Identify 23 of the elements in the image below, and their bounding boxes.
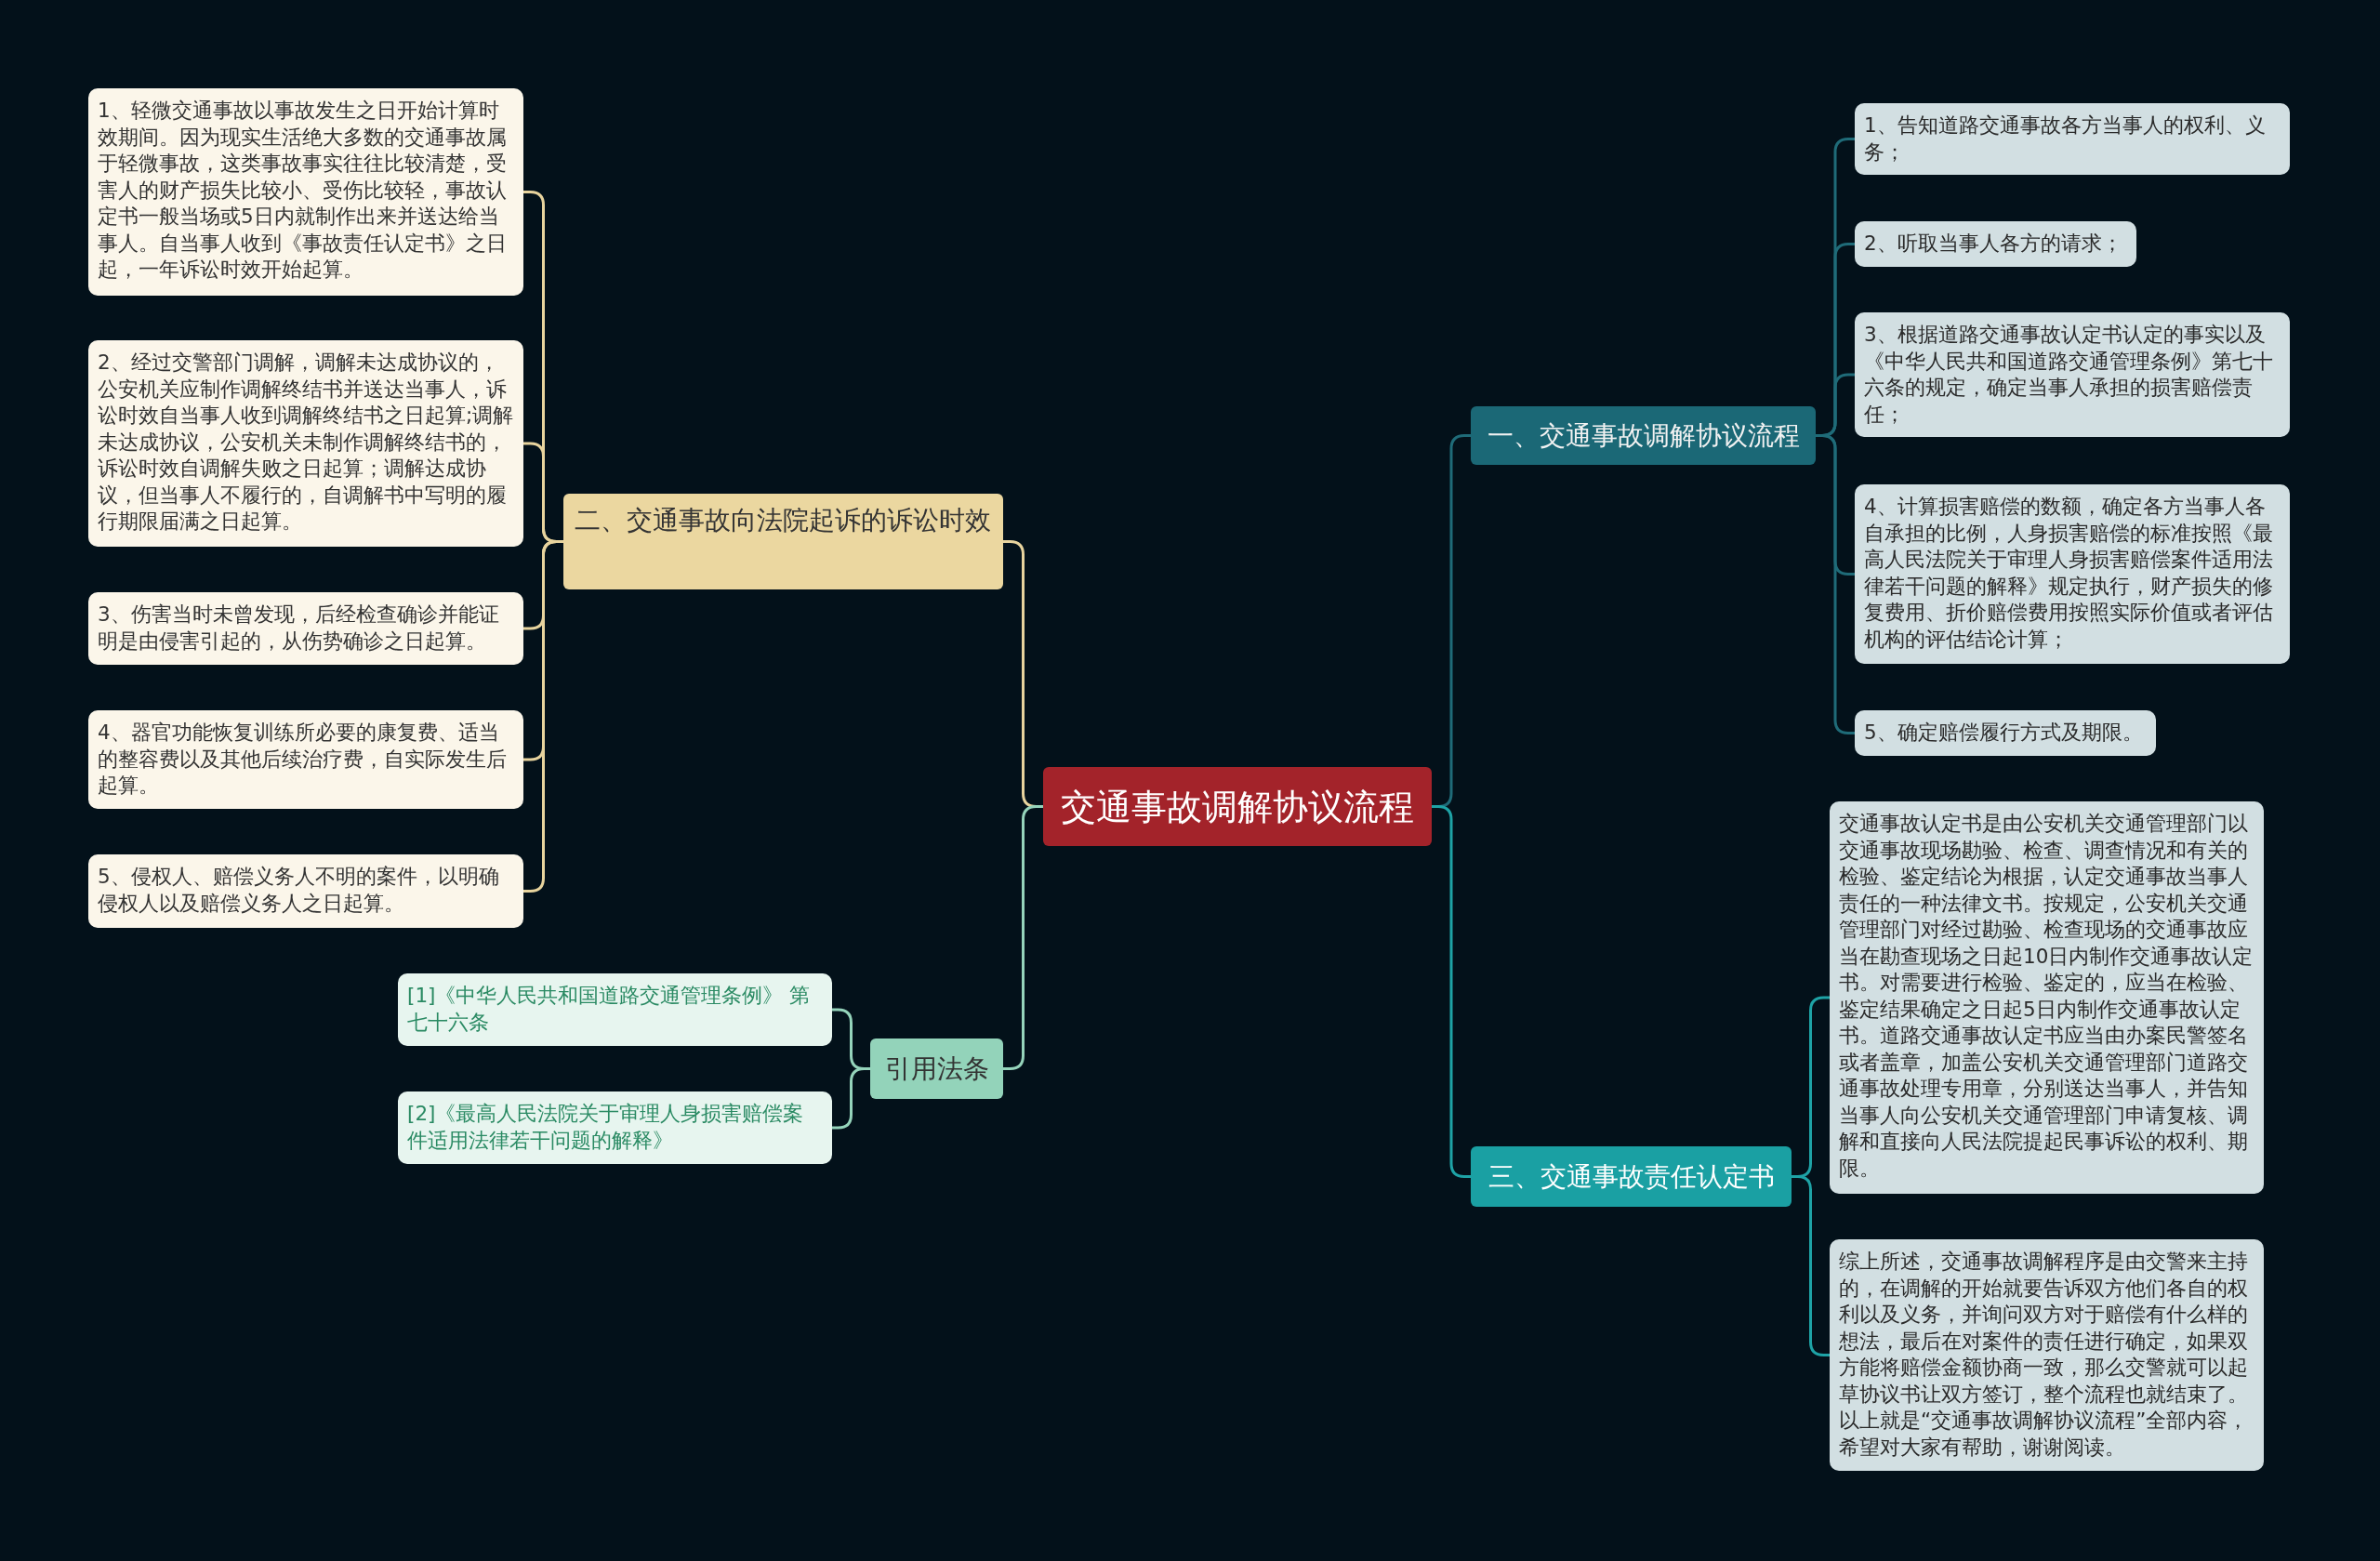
text-card: 4、计算损害赔偿的数额，确定各方当事人各自承担的比例，人身损害赔偿的标准按照《最高人民法院关于审理人身损害赔偿案件适用法律若干问题的解释》规定执行，财产损失的修复费用、折价赔偿费用按照实际价值或者评估机构的评估结论计算； [1855,484,2290,664]
text-card: 5、侵权人、赔偿义务人不明的案件，以明确侵权人以及赔偿义务人之日起算。 [88,854,523,928]
text-card: 3、伤害当时未曾发现，后经检查确诊并能证明是由侵害引起的，从伤势确诊之日起算。 [88,592,523,665]
reference-card: [1]《中华人民共和国道路交通管理条例》 第七十六条 [398,973,832,1046]
connector-line [1816,434,1855,734]
text-card: 1、告知道路交通事故各方当事人的权利、义务； [1855,103,2290,175]
text-card: 5、确定赔偿履行方式及期限。 [1855,710,2156,756]
text-card: 1、轻微交通事故以事故发生之日开始计算时效期间。因为现实生活绝大多数的交通事故属于轻微事故，这类事故事实往往比较清楚，受害人的财产损失比较小、受伤比较轻，事故认定书一般当场或5日内就制作出来并送达给当事人。自当事人收到《事故责任认定书》之日起，一年诉讼时效开始起算。 [88,88,523,296]
text-card: 3、根据道路交通事故认定书认定的事实以及《中华人民共和国道路交通管理条例》第七十六条的规定，确定当事人承担的损害赔偿责任； [1855,312,2290,437]
text-card: 2、经过交警部门调解，调解未达成协议的，公安机关应制作调解终结书并送达当事人，诉讼时效自当事人收到调解终结书之日起算;调解未达成协议，公安机关未制作调解终结书的，诉讼时效自调解失败之日起算；调解达成协议，但当事人不履行的，自调解书中写明的履行期限届满之日起算。 [88,340,523,547]
text-card: 4、器官功能恢复训练所必要的康复费、适当的整容费以及其他后续治疗费，自实际发生后起算。 [88,710,523,809]
connector-line [1003,805,1043,1070]
connector-line [1792,1175,1830,1356]
reference-card: [2]《最高人民法院关于审理人身损害赔偿案件适用法律若干问题的解释》 [398,1091,832,1164]
branch-topic-box: 引用法条 [870,1038,1003,1099]
central-topic-box: 交通事故调解协议流程 [1043,767,1432,846]
branch-topic-box: 一、交通事故调解协议流程 [1471,406,1816,465]
text-card: 综上所述，交通事故调解程序是由交警来主持的，在调解的开始就要告诉双方他们各自的权利以及义务，并询问双方对于赔偿有什么样的想法，最后在对案件的责任进行确定，如果双方能将赔偿金额协商一致，那么交警就可以起草协议书让双方签订，整个流程也就结束了。以上就是“交通事故调解协议流程”全部内容，希望对大家有帮助，谢谢阅读。 [1830,1239,2264,1471]
connector-line [523,540,563,893]
branch-topic-box: 二、交通事故向法院起诉的诉讼时效 [563,494,1003,589]
text-card: 交通事故认定书是由公安机关交通管理部门以交通事故现场勘验、检查、调查情况和有关的检验、鉴定结论为根据，认定交通事故当事人责任的一种法律文书。按规定，公安机关交通管理部门对经过勘验、检查现场的交通事故应当在勘查现场之日起10日内制作交通事故认定书。对需要进行检验、鉴定的，应当在检验、鉴定结果确定之日起5日内制作交通事故认定书。道路交通事故认定书应当由办案民警签名或者盖章，加盖公安机关交通管理部门道路交通事故处理专用章，分别送达当事人，并告知当事人向公安机关交通管理部门申请复核、调解和直接向人民法院提起民事诉讼的权利、期限。 [1830,801,2264,1194]
branch-topic-box: 三、交通事故责任认定书 [1471,1146,1792,1207]
text-card: 2、听取当事人各方的请求； [1855,221,2136,267]
